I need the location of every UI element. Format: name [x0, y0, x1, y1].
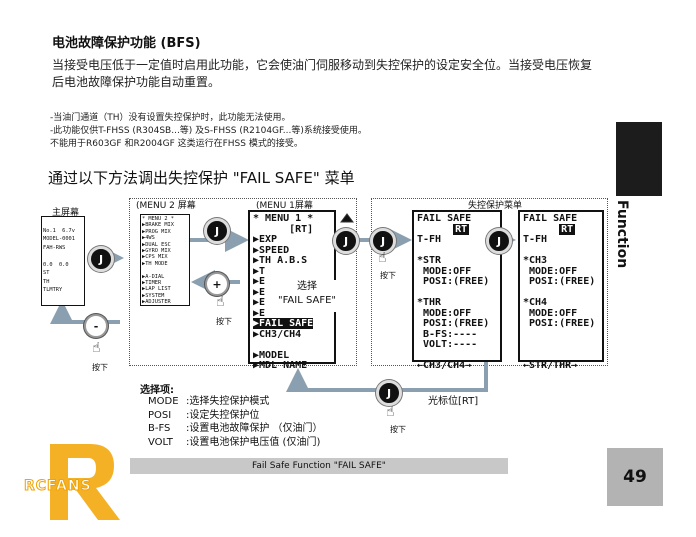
failsafe-menu-label: 失控保护菜单	[468, 201, 523, 211]
menu2-label: (MENU 2 屏幕	[136, 201, 196, 211]
hand-icon: ☝	[92, 340, 101, 356]
failsafe-screen-1: FAIL SAFE RT T-FH *STR MODE:OFF POSI:(FR…	[412, 210, 502, 371]
hand-icon: ☝	[386, 404, 395, 420]
fail-safe-menu-item[interactable]: ▶FAIL SAFE	[253, 318, 314, 329]
notes-block: -当油门通道（TH）没有设置失控保护时，此功能无法使用。 -此功能仅供T-FHS…	[50, 112, 367, 151]
rcfans-logo-icon	[50, 444, 120, 520]
options-heading: 选择项:	[140, 385, 174, 396]
main-screen: No.1 6.7v MODEL-0001 FAH-RWS 0.0 0.0 ST …	[41, 216, 85, 306]
rcfans-logo: RCFANS	[20, 440, 132, 524]
failsafe-screen-2-text: FAIL SAFE RT T-FH *CH3 MODE:OFF POSI:(FR…	[523, 213, 596, 371]
page-number: 49	[607, 448, 663, 506]
jog-knob-menu2[interactable]: J	[204, 218, 230, 244]
jog-knob-main[interactable]: J	[88, 246, 114, 272]
note-line: 不能用于R603GF 和R2004GF 这类运行在FHSS 模式的接受。	[50, 139, 303, 149]
method-heading: 通过以下方法调出失控保护 "FAIL SAFE" 菜单	[48, 169, 355, 187]
side-tab-block	[616, 122, 662, 196]
option-row: MODE:选择失控保护模式	[148, 396, 270, 407]
failsafe-screen-1-text: FAIL SAFE RT T-FH *STR MODE:OFF POSI:(FR…	[417, 213, 490, 371]
select-callout-item: "FAIL SAFE"	[277, 295, 337, 306]
jog-knob-cursor[interactable]: J	[376, 380, 402, 406]
menu-group-box	[129, 198, 357, 366]
press-label: 按下	[216, 317, 232, 326]
intro-paragraph: 当接受电压低于一定值时启用此功能，它会使油门伺服移动到失控保护的设定安全位。当接…	[52, 58, 593, 89]
press-label: 按下	[380, 271, 396, 280]
option-row: B-FS:设置电池故障保护 （仅油门）	[148, 423, 323, 434]
main-screen-label: 主屏幕	[52, 208, 80, 218]
jog-knob-fs-right[interactable]: J	[486, 228, 512, 254]
main-screen-text: No.1 6.7v MODEL-0001 FAH-RWS 0.0 0.0 ST …	[43, 227, 75, 294]
side-tab-label: Function	[614, 200, 630, 269]
hand-icon: ☝	[378, 250, 387, 266]
options-list: MODE:选择失控保护模式 POSI:设定失控保护位 B-FS:设置电池故障保护…	[148, 395, 323, 449]
failsafe-group-box	[371, 198, 608, 366]
press-label: 按下	[92, 363, 108, 372]
note-line: -当油门通道（TH）没有设置失控保护时，此功能无法使用。	[50, 113, 291, 123]
minus-button[interactable]: -	[84, 314, 108, 338]
plus-button[interactable]: +	[205, 272, 229, 296]
option-row: VOLT:设置电池保护电压值 (仅油门)	[148, 436, 321, 448]
section-title: 电池故障保护功能 (BFS)	[52, 36, 201, 51]
note-line: -此功能仅供T-FHSS (R304SB...等) 及S-FHSS (R2104…	[50, 126, 367, 136]
menu2-screen-text: * MENU 2 * ▶BRAKE MIX ▶PROG MIX ▶4WS ▶DU…	[142, 216, 174, 306]
menu1-screen-text: * MENU 1 * [RT] ▶EXP ▶SPEED ▶TH A.B.S ▶T…	[253, 213, 314, 371]
failsafe-screen-2: FAIL SAFE RT T-FH *CH3 MODE:OFF POSI:(FR…	[518, 210, 604, 371]
cursor-label: 光标位[RT]	[428, 396, 479, 407]
menu2-screen: * MENU 2 * ▶BRAKE MIX ▶PROG MIX ▶4WS ▶DU…	[140, 214, 190, 306]
option-row: POSI:设定失控保护位	[148, 409, 260, 421]
select-callout-verb: 选择	[297, 281, 317, 292]
select-callout: 选择 "FAIL SAFE"	[272, 280, 342, 312]
rt-badge: RT	[453, 223, 470, 235]
logo-text: RCFANS	[24, 478, 92, 495]
jog-knob-failsafe[interactable]: J	[370, 228, 396, 254]
rt-badge: RT	[559, 223, 576, 235]
footer-caption: Fail Safe Function "FAIL SAFE"	[130, 458, 508, 474]
menu1-label: (MENU 1屏幕	[256, 201, 313, 211]
press-label: 按下	[390, 425, 406, 434]
jog-knob-menu1[interactable]: J	[333, 228, 359, 254]
hand-icon: ☝	[216, 294, 225, 310]
